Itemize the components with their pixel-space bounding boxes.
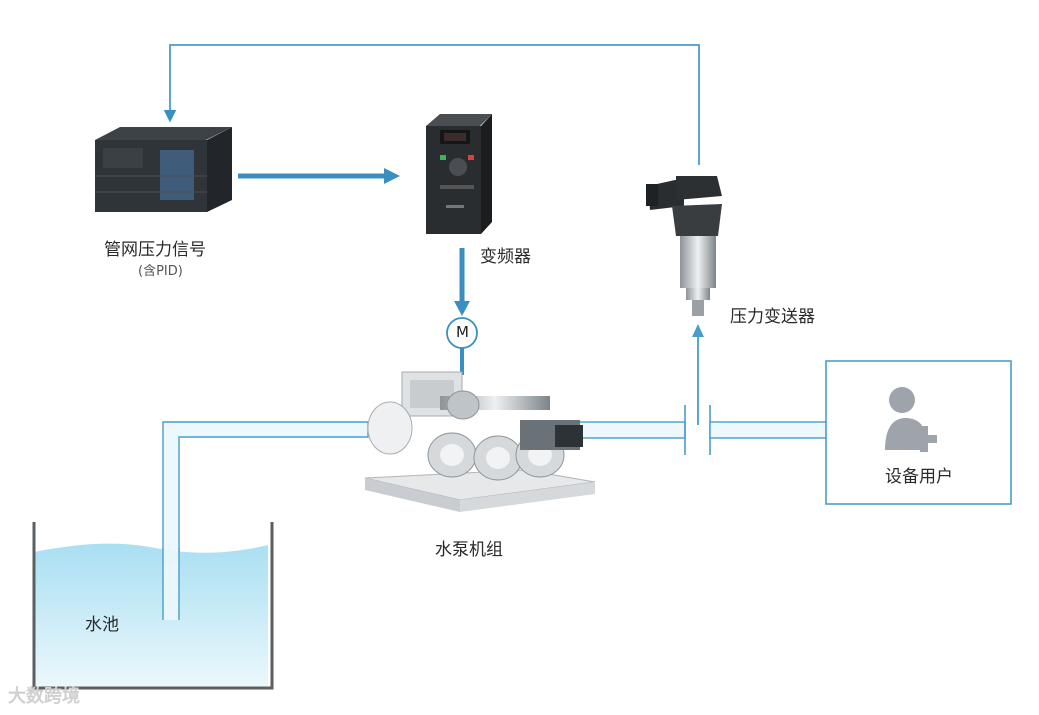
vfd-label: 变频器: [480, 242, 531, 267]
pressure-transmitter: [646, 176, 722, 316]
tank-label: 水池: [85, 610, 119, 635]
plc-label: 管网压力信号: [104, 235, 206, 260]
user-label: 设备用户: [885, 462, 953, 487]
water-tank: [34, 522, 272, 688]
transmitter-label: 压力变送器: [730, 302, 815, 327]
pump-unit: [365, 372, 595, 512]
outlet-pipe: [575, 405, 827, 455]
pipe-to-transmitter-arrow: [692, 324, 704, 425]
plc-sublabel: (含PID): [138, 260, 183, 279]
plc-device: [95, 127, 232, 212]
plc-to-vfd-arrow: [238, 168, 400, 184]
inverter-device: [426, 114, 492, 234]
motor-label: M: [456, 323, 469, 341]
watermark: 大数跨境: [8, 682, 80, 708]
pump-label: 水泵机组: [435, 535, 503, 560]
vfd-to-motor-arrow: [454, 248, 470, 316]
